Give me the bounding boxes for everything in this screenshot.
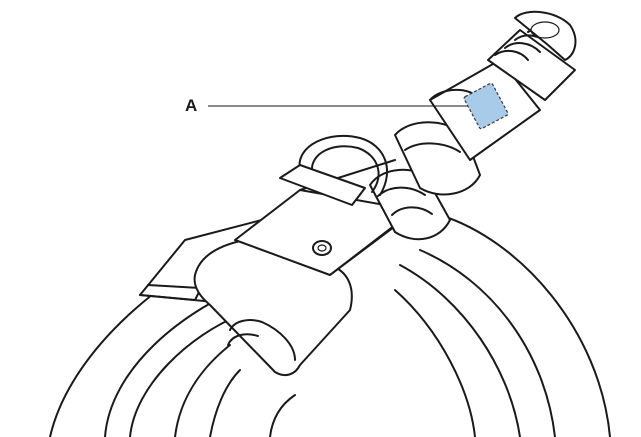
callout-label: A xyxy=(185,96,198,115)
connector-body xyxy=(234,59,541,276)
d-ring-loop xyxy=(279,134,389,206)
threaded-fitting xyxy=(487,10,577,101)
callout-highlight-area xyxy=(463,82,509,130)
